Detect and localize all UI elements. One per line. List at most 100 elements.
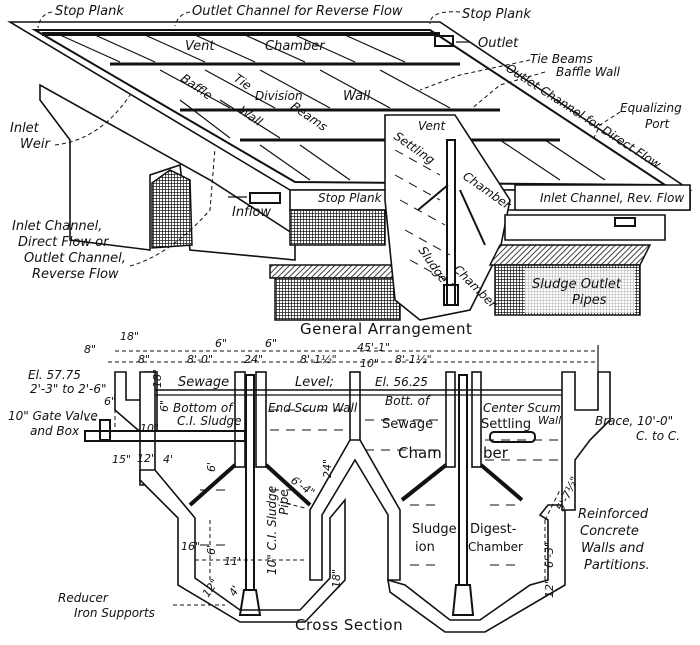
dim-6ft: 6' — [205, 545, 218, 555]
svg-text:Outlet Channel,: Outlet Channel, — [24, 251, 126, 266]
label-sewage-2: Sewage — [382, 417, 433, 432]
label-c-to-c: C. to C. — [636, 429, 680, 443]
label-gate-valve: 10" Gate Valve — [8, 409, 98, 423]
dim-10in-v: 10" — [140, 422, 159, 435]
dim-6in-b: 6" — [265, 337, 277, 350]
dim-8-1half-a: 8'-1½" — [300, 353, 337, 366]
label-settling: Settling — [481, 417, 531, 432]
label-ci-sludge-pipe: 10" C.I. Sludge — [265, 486, 279, 575]
tie-beams — [59, 34, 606, 181]
label-outlet: Outlet — [478, 36, 519, 51]
label-bott-of: Bott. of — [385, 394, 431, 408]
label-division: Division — [255, 89, 303, 103]
dim-11ft: 11' — [224, 555, 241, 568]
label-range: 2'-3" to 2'-6" — [30, 382, 107, 396]
label-pipe: Pipe — [277, 489, 291, 515]
label-outlet-channel-reverse: Outlet Channel for Reverse Flow — [192, 4, 403, 19]
center-v-wall — [309, 439, 401, 581]
gate-valve-box — [99, 419, 111, 441]
cross-section: 8" 18" 8" 6" 6" 8'-0" 24" 8'-1½" 45'-1" … — [8, 330, 680, 633]
baffle-left — [417, 184, 449, 211]
label-stop-plank-left: Stop Plank — [55, 4, 124, 19]
svg-text:Inlet Channel,: Inlet Channel, — [12, 219, 102, 234]
label-vent-right: Vent — [418, 119, 446, 133]
settling-pipe — [489, 431, 536, 443]
left-hopper-shell — [139, 469, 346, 623]
left-baffle-a — [188, 463, 237, 507]
dim-12in-r: 12" — [543, 579, 556, 598]
inflow-pipe — [249, 192, 281, 204]
label-tie-beams: Tie Beams — [530, 52, 593, 66]
label-inlet-channel-block: Inlet Channel, Direct Flow or Outlet Cha… — [12, 219, 126, 282]
dim-24in-v: 24" — [321, 459, 334, 478]
right-reducer — [451, 584, 475, 616]
right-outer-wall — [561, 371, 611, 511]
label-end-scum-wall: End Scum Wall — [268, 401, 358, 415]
right-baffle-a — [400, 463, 448, 502]
dim-12in: 12" — [137, 452, 156, 465]
label-stop-plank-front: Stop Plank — [318, 191, 383, 205]
label-sludge-outlet: Sludge Outlet — [532, 277, 622, 292]
dim-10in: 10" — [360, 357, 379, 370]
right-hatch — [488, 244, 652, 266]
label-el-5625: El. 56.25 — [375, 375, 428, 389]
label-vent: Vent — [185, 39, 215, 54]
label-ber: ber — [483, 444, 509, 462]
front-shadow-left — [289, 209, 386, 246]
label-digest-chamber: Chamber — [468, 540, 523, 554]
inlet-channel-rev-box — [514, 184, 691, 211]
front-base-left — [274, 277, 401, 321]
label-equalizing: Equalizing — [620, 101, 682, 115]
label-baffle-wall: Baffle Wall — [556, 65, 621, 79]
label-and-box: and Box — [30, 424, 80, 438]
dim-6-3: 6'-3" — [543, 542, 556, 568]
dim-4ft: 4' — [163, 453, 173, 466]
label-chamber: Chamber — [265, 39, 326, 54]
right-mid-partition-a — [445, 371, 456, 468]
sludge-pipe-reducer — [443, 284, 459, 306]
outlet-pipe — [434, 35, 454, 47]
label-inflow: Inflow — [232, 205, 271, 220]
baffle-right — [459, 189, 486, 246]
dim-6ft-v: 6' — [205, 462, 218, 472]
dim-6in-a: 6" — [215, 337, 227, 350]
dim-8-0: 8'-0" — [187, 353, 213, 366]
label-weir: Weir — [20, 137, 51, 152]
label-inlet-channel-rev: Inlet Channel, Rev. Flow — [540, 191, 684, 205]
label-iron-supports: Iron Supports — [74, 606, 155, 620]
svg-text:Reverse Flow: Reverse Flow — [32, 267, 119, 282]
left-reducer — [238, 589, 262, 616]
label-brace: Brace, 10'-0" — [595, 414, 673, 428]
dim-6in-v2: 6" — [158, 400, 171, 412]
label-digest: Digest- — [470, 522, 517, 537]
dim-6-4: 6'-4" — [288, 474, 317, 500]
right-hopper-shell — [387, 504, 566, 633]
dim-6in-v: 6" — [104, 395, 116, 408]
right-mid-partition-b — [471, 371, 482, 468]
left-sludge-pipe — [245, 374, 255, 591]
left-baffle-b — [264, 463, 312, 507]
right-sludge-pipe — [458, 374, 468, 586]
label-inlet: Inlet — [10, 121, 40, 136]
sludge-outlet-pipe — [614, 217, 636, 227]
label-port: Port — [645, 117, 671, 131]
label-center-scum: Center Scum — [483, 401, 561, 415]
pier-opening — [151, 169, 193, 249]
label-stop-plank-right: Stop Plank — [462, 7, 531, 22]
label-el-5775: El. 57.75 — [28, 368, 81, 382]
dim-24in: 24" — [244, 353, 263, 366]
label-bottom-of: Bottom of — [173, 401, 234, 415]
dim-45-1: 45'-1" — [357, 341, 390, 354]
dim-16in: 16" — [181, 540, 200, 553]
svg-text:Direct Flow or: Direct Flow or — [18, 235, 110, 250]
label-division-wall: Wall — [343, 89, 371, 104]
gate-valve-pipe — [84, 430, 246, 442]
label-reinforced: Reinforced — [578, 507, 649, 522]
label-sludge: Sludge — [412, 522, 457, 537]
label-cham: Cham — [398, 444, 442, 462]
label-walls-and: Walls and — [581, 541, 644, 556]
label-reducer: Reducer — [58, 591, 109, 605]
general-arrangement: Stop Plank Outlet Channel for Reverse Fl… — [7, 4, 693, 321]
